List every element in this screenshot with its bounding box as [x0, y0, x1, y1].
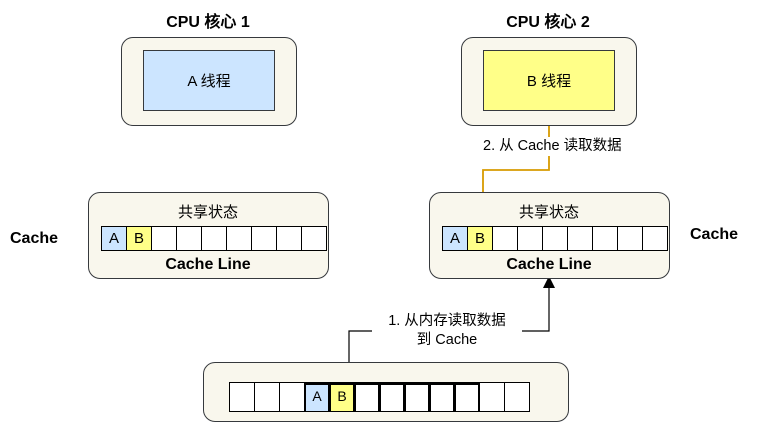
- memory-cell: [229, 382, 255, 412]
- step2-label: 2. 从 Cache 读取数据: [483, 137, 622, 156]
- cache-right-cell: [517, 226, 543, 251]
- cache-left-cell: [176, 226, 202, 251]
- cache-left-cell: [151, 226, 177, 251]
- memory-cell: [354, 382, 380, 412]
- core2-box: B 线程: [461, 37, 637, 126]
- memory-cell: [379, 382, 405, 412]
- cache-right-cell-b: B: [467, 226, 493, 251]
- memory-row: A B: [229, 382, 530, 412]
- memory-cell-b: B: [329, 382, 355, 412]
- core2-title: CPU 核心 2: [506, 14, 590, 31]
- memory-cell: [404, 382, 430, 412]
- cache-right-line: A B: [442, 226, 668, 251]
- cache-right-cell: [592, 226, 618, 251]
- cache-left-cell-b: B: [126, 226, 152, 251]
- cache-right-cell: [617, 226, 643, 251]
- cache-left-cell: [201, 226, 227, 251]
- cache-label-left: Cache: [10, 230, 59, 247]
- thread-b-label: B 线程: [526, 73, 572, 90]
- cache-left-cell: [251, 226, 277, 251]
- core1-title: CPU 核心 1: [166, 14, 250, 31]
- cache-left-cell: [276, 226, 302, 251]
- thread-a: A 线程: [143, 50, 275, 111]
- memory-cell: [429, 382, 455, 412]
- cache-right: 共享状态 A B Cache Line: [429, 192, 670, 279]
- cache-left-cell: [226, 226, 252, 251]
- cache-right-line-label: Cache Line: [506, 256, 592, 273]
- cache-left: 共享状态 A B Cache Line: [88, 192, 329, 279]
- cache-left-state: 共享状态: [177, 204, 238, 221]
- memory-cell-a: A: [304, 382, 330, 412]
- memory-cell: [479, 382, 505, 412]
- cache-right-cell: [642, 226, 668, 251]
- cache-label-right: Cache: [690, 226, 739, 243]
- thread-a-label: A 线程: [187, 73, 231, 90]
- cache-left-line-label: Cache Line: [165, 256, 251, 273]
- memory-cell: [279, 382, 305, 412]
- cache-right-cell: [542, 226, 568, 251]
- cache-right-cell-a: A: [442, 226, 468, 251]
- step1-label-line2: 到 Cache: [416, 332, 478, 348]
- cache-right-cell: [567, 226, 593, 251]
- core1-box: A 线程: [121, 37, 297, 126]
- step1-label: 1. 从内存读取数据 到 Cache: [372, 312, 522, 350]
- memory-cell: [254, 382, 280, 412]
- cache-left-cell: [301, 226, 327, 251]
- cache-right-state: 共享状态: [518, 204, 579, 221]
- thread-b: B 线程: [483, 50, 615, 111]
- cache-right-cell: [492, 226, 518, 251]
- cache-left-line: A B: [101, 226, 327, 251]
- cache-left-cell-a: A: [101, 226, 127, 251]
- memory-cell: [454, 382, 480, 412]
- memory-box: A B: [203, 362, 569, 422]
- memory-cell: [504, 382, 530, 412]
- step1-label-line1: 1. 从内存读取数据: [388, 313, 506, 329]
